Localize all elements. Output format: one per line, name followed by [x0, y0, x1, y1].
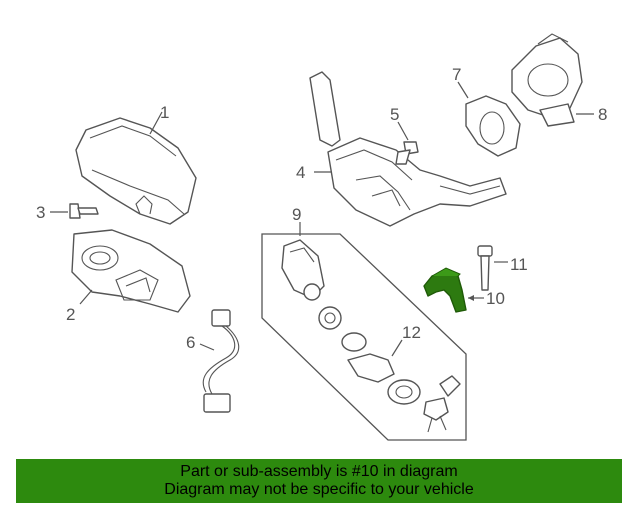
part-10-highlighted-bracket — [423, 267, 467, 313]
part-6-wire-harness — [202, 309, 240, 413]
part-2-lower-cover — [71, 229, 191, 313]
part-9-lock-group-box — [261, 233, 467, 441]
info-banner: Part or sub-assembly is #10 in diagram D… — [16, 459, 622, 503]
callout-9: 9 — [292, 205, 301, 224]
part-11-bolt — [477, 245, 493, 291]
banner-line-1: Part or sub-assembly is #10 in diagram — [180, 463, 458, 480]
callout-10: 10 — [486, 289, 505, 308]
callout-4: 4 — [296, 163, 305, 182]
callout-11: 11 — [510, 255, 528, 274]
callout-6: 6 — [186, 333, 195, 352]
callout-12: 12 — [402, 323, 421, 342]
callout-2: 2 — [66, 305, 75, 324]
callout-8: 8 — [598, 105, 607, 124]
callout-1: 1 — [160, 103, 169, 122]
callout-3: 3 — [36, 203, 45, 222]
part-3-screw — [69, 203, 99, 219]
callout-5: 5 — [390, 105, 399, 124]
part-7-ring — [465, 95, 521, 157]
part-1-upper-cover — [75, 117, 197, 225]
banner-line-2: Diagram may not be specific to your vehi… — [164, 481, 474, 498]
callout-7: 7 — [452, 65, 461, 84]
part-5-bolt — [395, 141, 419, 165]
parts-diagram: 1 2 3 4 5 6 — [36, 33, 607, 441]
part-8-clock-spring — [511, 33, 583, 127]
